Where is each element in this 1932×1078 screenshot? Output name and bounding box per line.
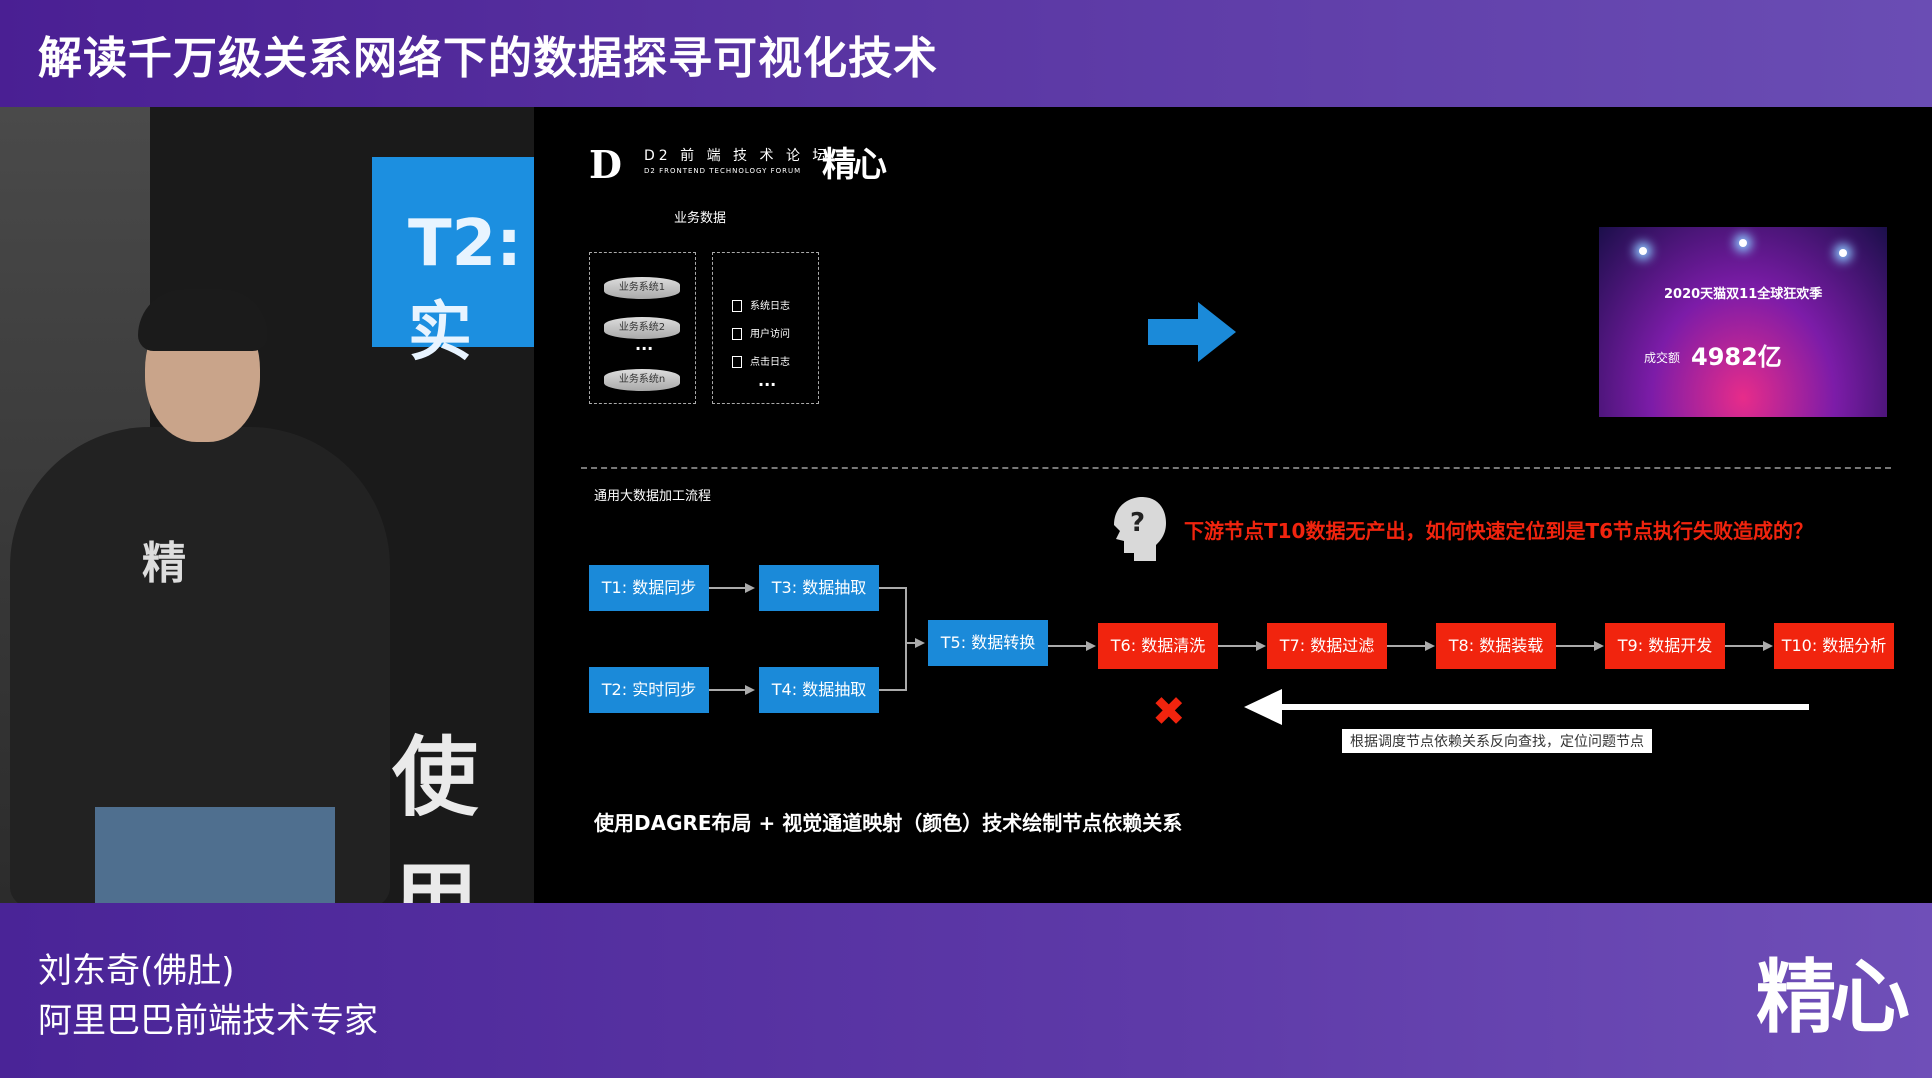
page-title: 解读千万级关系网络下的数据探寻可视化技术 [38,33,938,84]
db-ellipsis: ··· [635,339,654,358]
festival-amount: 4982亿 [1691,343,1782,371]
left-arrow-icon [1244,689,1809,725]
title-bar: 解读千万级关系网络下的数据探寻可视化技术 [0,0,1932,107]
question-text: 下游节点T10数据无产出，如何快速定位到是T6节点执行失败造成的？ [1184,519,1814,543]
log-item: 系统日志 [732,297,790,312]
section-divider [581,467,1891,469]
stage-video: T2: 实 使用 精 [0,107,534,903]
log-ellipsis: ··· [758,375,777,394]
stage-screen-blue: T2: 实 [372,157,534,370]
shirt-logo: 精 [142,538,186,589]
d2-logo-icon: D [589,142,622,187]
database-icon: 业务系统n [604,369,680,391]
node-t5: T5: 数据转换 [928,620,1048,666]
log-label: 用户访问 [750,329,790,340]
speaker-hair [138,289,268,351]
document-icon [732,300,742,312]
right-arrow-icon [1148,302,1236,362]
document-icon [732,328,742,340]
node-t2: T2: 实时同步 [589,667,709,713]
festival-title: 2020天猫双11全球狂欢季 [1664,287,1823,302]
node-t9: T9: 数据开发 [1605,623,1725,669]
node-t7: T7: 数据过滤 [1267,623,1387,669]
forum-name-en: D2 FRONTEND TECHNOLOGY FORUM [644,167,802,175]
error-x-icon: ✖ [1152,689,1186,735]
log-label: 系统日志 [750,301,790,312]
thinking-head-icon: ? [1114,497,1166,561]
bottom-note: 使用DAGRE布局 + 视觉通道映射（颜色）技术绘制节点依赖关系 [594,811,1183,835]
pipeline-label: 通用大数据加工流程 [594,489,712,504]
database-icon: 业务系统1 [604,277,680,299]
node-t10: T10: 数据分析 [1774,623,1894,669]
stage-light [1739,239,1747,247]
forum-name-cn: D2 前 端 技 术 论 坛 [644,148,831,164]
business-data-label: 业务数据 [674,211,727,226]
speaker-jeans [95,807,335,903]
festival-label: 成交额 [1644,351,1681,365]
speaker-role: 阿里巴巴前端技术专家 [38,1001,378,1041]
node-t6: T6: 数据清洗 [1098,623,1218,669]
node-t4: T4: 数据抽取 [759,667,879,713]
database-icon: 业务系统2 [604,317,680,339]
stage-screen-text-top: T2: 实 [408,207,522,370]
node-t8: T8: 数据装载 [1436,623,1556,669]
speaker-name: 刘东奇(佛肚) [38,951,235,991]
stage-screen-text-bottom: 使用 [392,728,478,903]
log-item: 用户访问 [732,325,790,340]
log-group [712,252,819,404]
slide: D D2 前 端 技 术 论 坛 D2 FRONTEND TECHNOLOGY … [534,107,1932,903]
log-label: 点击日志 [750,357,790,368]
connector-lines [709,583,1773,695]
brand-logo: 精心 [1756,950,1910,1044]
arrow-note: 根据调度节点依赖关系反向查找，定位问题节点 [1342,729,1652,753]
svg-text:?: ? [1130,508,1145,538]
stage-light [1839,249,1847,257]
forum-brand: 精心 [822,145,887,185]
node-t3: T3: 数据抽取 [759,565,879,611]
node-t1: T1: 数据同步 [589,565,709,611]
document-icon [732,356,742,368]
speaker-bar: 刘东奇(佛肚) 阿里巴巴前端技术专家 精心 [0,903,1932,1078]
festival-image: 2020天猫双11全球狂欢季 成交额 4982亿 [1599,227,1887,417]
database-group [589,252,696,404]
stage-light [1639,247,1647,255]
log-item: 点击日志 [732,353,790,368]
